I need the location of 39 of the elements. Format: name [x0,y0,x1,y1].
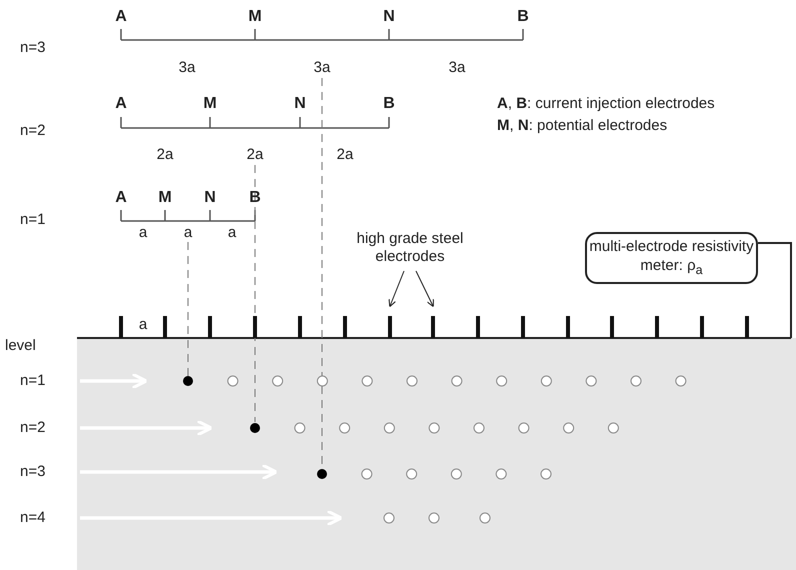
electrode-rod [388,316,392,338]
electrode-letter: A [115,95,127,113]
spacing-label: a [184,224,192,242]
spacing-label: a [138,224,148,242]
level-label: n=3 [20,464,46,480]
electrode-letter: A [115,189,127,207]
level-label: n=3 [20,40,46,56]
level-label: n=2 [20,420,46,436]
meter-box: multi-electrode resistivity meter: ρ$_{a}$ [585,232,758,284]
electrode-letter: N [204,189,216,207]
spacing-label: 3a [178,60,196,76]
electrode-letter: B [517,8,529,26]
electrode-letter: A [115,8,127,26]
electrode-letter: N [294,95,306,113]
spacing-label: 3a [448,60,466,76]
level-label: n=1 [20,212,46,228]
spacing-label: 2a [246,146,264,164]
spacing-label: 2a [336,146,354,164]
electrode-letter: M [203,95,217,113]
spacing-label: 2a [156,146,174,164]
electrode-letter: M [248,8,262,26]
electrode-rod [431,316,435,338]
spacing-label: 3a [314,60,330,76]
electrode-letter: B [383,95,395,113]
note-text: M, N: potential electrodes [497,118,668,134]
level-label: n=1 [20,372,46,390]
electrode-letter: M [158,189,172,207]
level-label: level [5,338,36,354]
connection-cable [758,242,792,338]
electrode-letter: N [383,8,395,26]
arrow [416,270,434,308]
level-label: n=2 [20,122,46,140]
callout-text: high grade steel electrodes [350,230,470,266]
electrode-letter: B [249,189,261,207]
spacing-label: a [228,224,236,242]
arrow [388,270,404,308]
level-label: n=4 [20,510,46,526]
note-text: A, B: current injection electrodes [497,96,715,112]
spacing-label: a [138,316,148,334]
